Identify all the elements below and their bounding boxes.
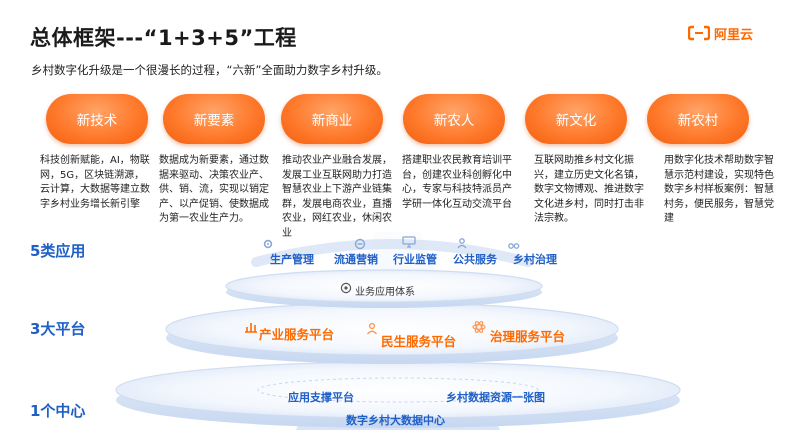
pillar-pill: 新文化 <box>525 94 627 144</box>
pillar-description: 推动农业产业融合发展，发展工业互联网助力打造智慧农业上下游产业链集群，发展电商农… <box>282 155 392 239</box>
atom-icon <box>472 321 486 333</box>
center-left-item: 应用支撑平台 <box>288 391 354 404</box>
governance-icon <box>508 243 520 249</box>
page-title: 总体框架---“1+3+5”工程 <box>30 26 297 50</box>
cloud-logo-icon <box>688 25 710 41</box>
pillar-pill: 新技术 <box>46 94 148 144</box>
pillar-description: 搭建职业农民教育培训平台，创建农业科创孵化中心，专家与科技特派员产学研一体化互动… <box>402 155 512 210</box>
system-icon <box>340 282 352 294</box>
pillar-description: 用数字化技术帮助数字智慧示范村建设，实现特色数字乡村样板案例：智慧村务，便民服务… <box>664 155 774 224</box>
app-item: 乡村治理 <box>513 253 557 266</box>
center-main-item: 数字乡村大数据中心 <box>346 414 445 427</box>
app-item: 生产管理 <box>270 253 314 266</box>
pillar-description: 互联网助推乡村文化振兴，建立历史文化名镇，数字文物博观、推进数字文化进乡村，同时… <box>534 155 644 224</box>
center-right-item: 乡村数据资源一张图 <box>446 391 545 404</box>
monitor-icon <box>402 236 416 248</box>
platform-item: 治理服务平台 <box>490 329 566 344</box>
pillar-description: 数据成为新要素，通过数据来驱动、决策农业产、供、销、流，实现以销定产、以产促销、… <box>159 155 269 224</box>
app-system-label: 业务应用体系 <box>355 287 415 298</box>
page-subtitle: 乡村数字化升级是一个很漫长的过程，“六新”全面助力数字乡村升级。 <box>31 63 388 77</box>
service-icon <box>457 238 467 249</box>
people-icon <box>366 322 378 335</box>
bottom-disc <box>115 361 681 419</box>
alibaba-cloud-logo: 阿里云 <box>688 21 753 45</box>
app-item: 流通营销 <box>334 253 378 266</box>
pillar-pill: 新商业 <box>281 94 383 144</box>
pillar-pill: 新农村 <box>647 94 749 144</box>
platform-item: 产业服务平台 <box>259 327 335 342</box>
gear-icon <box>263 239 273 249</box>
flow-icon <box>354 238 366 250</box>
platform-item: 民生服务平台 <box>381 334 457 349</box>
pillar-description: 科技创新赋能，AI，物联网，5G，区块链溯源，云计算，大数据等建立数字乡村业务增… <box>40 155 150 210</box>
level-label-apps: 5类应用 <box>30 242 86 260</box>
app-item: 行业监管 <box>393 253 437 266</box>
pillar-pill: 新农人 <box>403 94 505 144</box>
pillar-pill: 新要素 <box>163 94 265 144</box>
level-label-platforms: 3大平台 <box>30 320 86 338</box>
chart-icon <box>245 323 257 333</box>
level-label-center: 1个中心 <box>30 402 86 420</box>
app-item: 公共服务 <box>453 253 497 266</box>
logo-text: 阿里云 <box>714 27 754 43</box>
